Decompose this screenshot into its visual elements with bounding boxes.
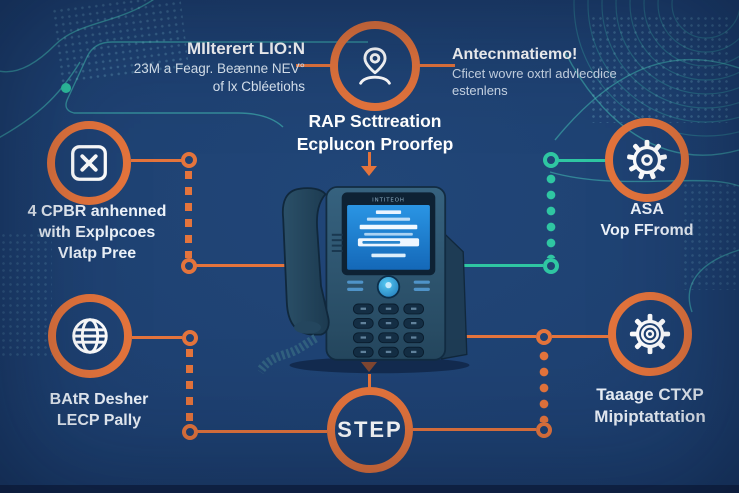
node-circle-gear-ring [608,292,692,376]
top-right-note-line2: estenlens [452,83,508,99]
connector-endpoint [182,330,198,346]
connector [413,428,536,431]
connector-dashed [186,349,193,423]
node-circle-globe [48,294,132,378]
center-caption-line2: Ecplucon Proorfep [296,134,454,155]
step-label: STEP [337,417,403,442]
connector-dotted [546,171,556,258]
node-label-line: Mipiptattation [594,407,706,427]
connector-top-right-segment [419,64,455,67]
center-caption: RAP Scttreation Ecplucon Proorfep [250,110,500,156]
top-left-note: MIlterert LIO:N 23M a Feagr. Beænne NEV°… [55,38,305,96]
top-left-note-line1: 23M a Feagr. Beænne NEV° [133,61,305,77]
halftone-pattern [682,182,739,290]
phone-brand-text: INTITEOH [372,197,405,203]
voip-desk-phone: INTITEOH [258,186,470,375]
connector [557,159,606,162]
node-label-line: LECP Pally [56,411,142,429]
top-left-note-title: MIlterert LIO:N [186,39,305,58]
node-label-line: Vop FFromd [600,221,694,239]
step-circle: STEP [327,387,413,473]
node-circle-cancel [47,121,131,205]
connector-endpoint [181,152,197,168]
node-circle-gear [605,118,689,202]
globe-icon [67,313,113,359]
node-label-line: BAtR Desher [49,391,149,408]
node-label-line: with Explpcoes [38,223,156,241]
connector [197,430,327,433]
connector-caption-to-phone [368,152,371,166]
node-label-gear: ASA Vop FFromd [562,200,732,242]
connector-endpoint [543,152,559,168]
arrow-down-icon [361,166,377,176]
top-left-note-line2: of lx Cbléetiohs [212,79,305,95]
connector-endpoint [543,258,559,274]
connector-endpoint [181,258,197,274]
arrow-down-icon [361,362,377,372]
top-right-note: Antecnmatiemo! Cficet wovre oxtrl advlec… [452,44,672,99]
top-right-note-title: Antecnmatiemo! [452,46,578,63]
center-caption-line1: RAP Scttreation [308,111,442,131]
connector [552,335,610,338]
connector [444,335,536,338]
top-right-note-line1: Cficet wovre oxtrl advlecdice [452,66,617,82]
connector-dashed [185,171,192,258]
connector-endpoint [536,422,552,438]
top-badge-circle [330,21,420,111]
node-label-line: Vlatp Pree [57,244,137,262]
x-square-icon [66,140,112,186]
node-label-cancel: 4 CPBR anhenned with Explpcoes Vlatp Pre… [7,202,187,264]
footer-bar [0,485,739,493]
connector [132,336,182,339]
connector-dotted [539,348,549,422]
person-location-icon [352,43,398,89]
node-label-line: Taaage CTXP [596,385,704,404]
connector [131,159,182,162]
halftone-pattern [590,15,730,123]
connector-endpoint [182,424,198,440]
gear-icon [624,137,670,183]
connector-top-left-segment [296,64,332,67]
node-label-gear-ring: Taaage CTXP Mipiptattation [563,384,737,428]
gear-ring-icon [627,311,673,357]
connector-endpoint [536,329,552,345]
connector [444,264,543,267]
connector [196,264,312,267]
node-label-globe: BAtR Desher LECP Pally [10,390,188,432]
connector-phone-to-step [368,374,371,388]
node-label-line: ASA [630,201,664,218]
halftone-pattern [0,232,52,360]
node-label-line: 4 CPBR anhenned [27,203,167,220]
